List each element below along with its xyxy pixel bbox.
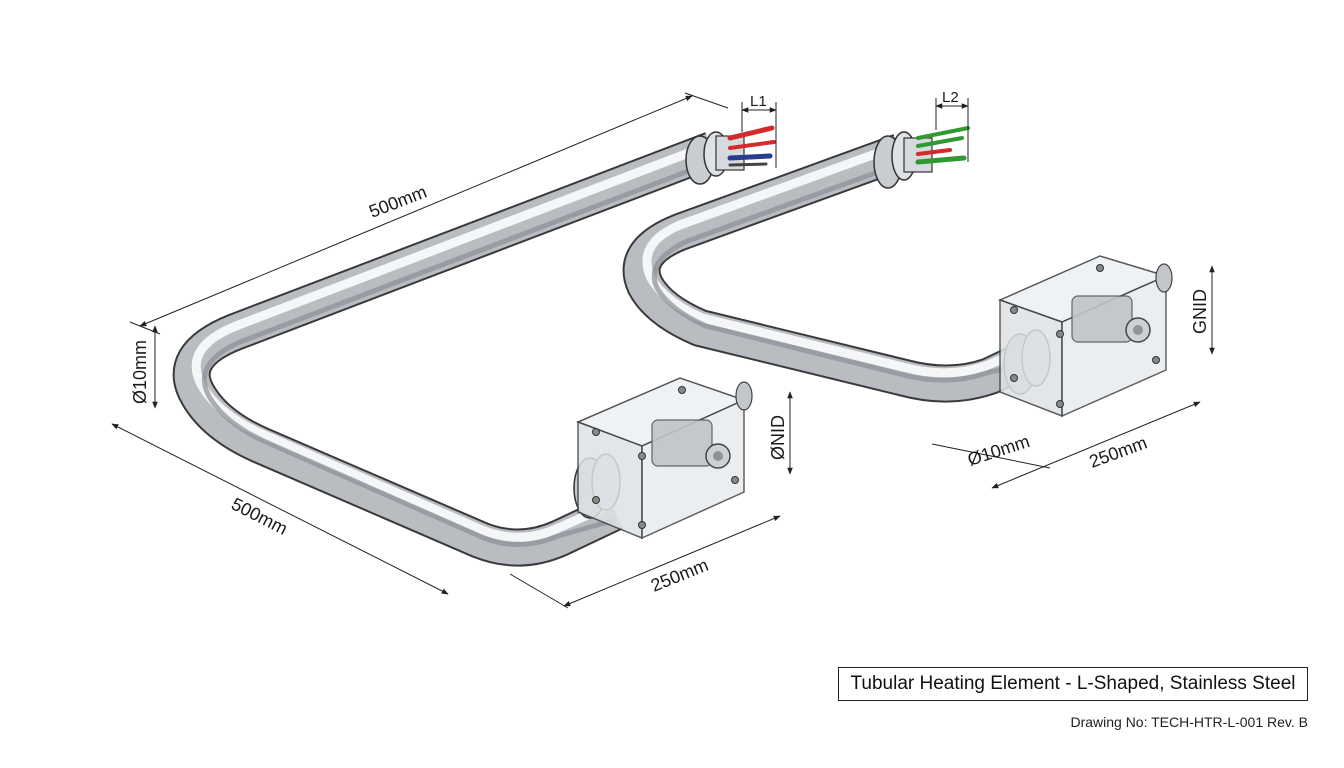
right-lead-wires (915, 126, 970, 165)
left-lead-wires (727, 125, 776, 167)
dim-left-short: 250mm (648, 555, 711, 596)
dim-left-gnd: ØNID (768, 415, 788, 460)
dim-right-diameter: Ø10mm (965, 431, 1032, 470)
left-tube-shade (201, 159, 713, 548)
drawing-number: Drawing No: TECH-HTR-L-001 Rev. B (1070, 714, 1308, 730)
dim-right-lead: L2 (942, 89, 959, 106)
dim-left-long-top: 500mm (366, 182, 429, 222)
dim-left-diameter: Ø10mm (130, 340, 150, 404)
right-junction-box (997, 255, 1173, 418)
dim-left-lead: L1 (750, 93, 767, 110)
left-tube-highlight (191, 139, 714, 542)
dim-left-long-bottom: 500mm (228, 494, 291, 539)
dim-right-short: 250mm (1087, 432, 1150, 471)
dim-right-gnd: GNID (1190, 289, 1210, 334)
drawing-title: Tubular Heating Element - L-Shaped, Stai… (850, 673, 1296, 694)
dimension-lines (111, 92, 1215, 609)
left-junction-box (575, 377, 753, 540)
title-block: Tubular Heating Element - L-Shaped, Stai… (838, 667, 1308, 701)
